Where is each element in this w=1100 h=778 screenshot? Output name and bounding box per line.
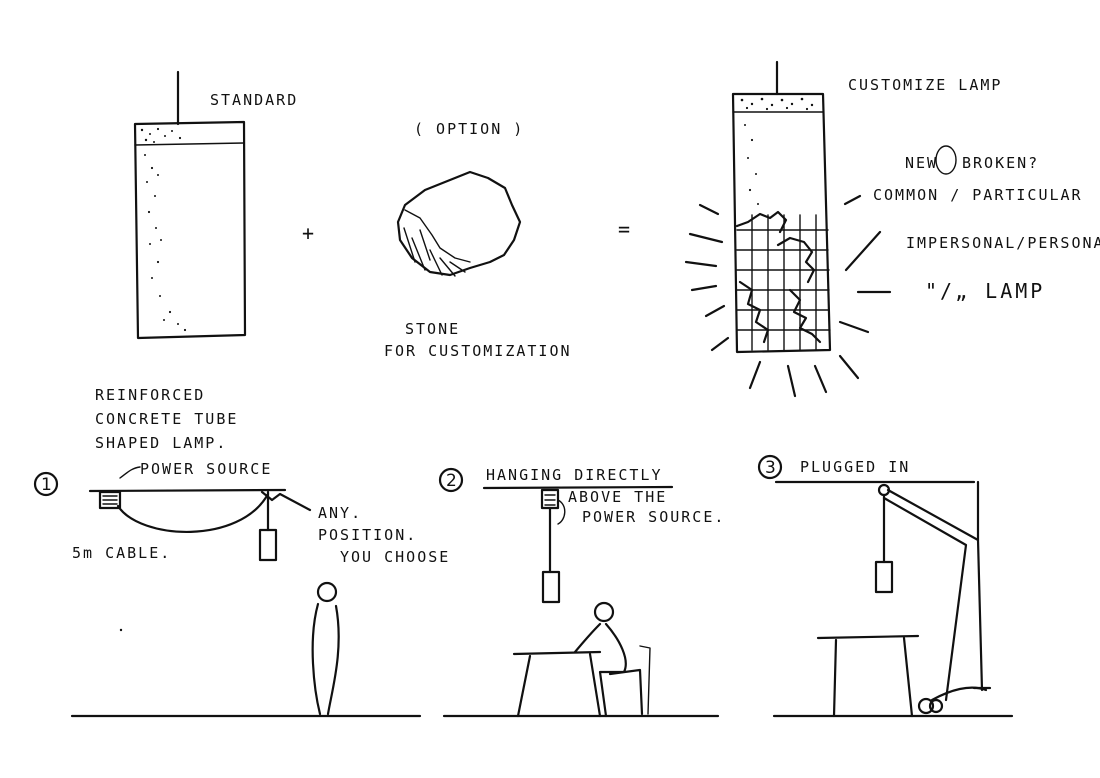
label-option: ( OPTION ) [414,120,524,138]
step-1: 1 POWER SOURCE ANY. POSITION. YOU CHOOSE… [33,460,450,718]
label-customize-lamp: CUSTOMIZE LAMP [848,76,1002,94]
step-3: 3 PLUGGED IN [757,454,1014,718]
customized-lamp: CUSTOMIZE LAMP NEW BROKEN? COMMON / PART… [684,60,1100,398]
label-shaped-lamp: SHAPED LAMP. [95,434,227,452]
plus-sign: + [302,221,317,245]
label-impersonal-personal: IMPERSONAL/PERSONAL [906,234,1100,252]
step-1-note-1: ANY. [318,504,362,522]
label-lamp: "/„ LAMP [925,279,1045,303]
step-1-title: POWER SOURCE [140,460,272,478]
step-1-number: 1 [41,475,52,495]
label-concrete-tube: CONCRETE TUBE [95,410,238,428]
label-common-particular: COMMON / PARTICULAR [873,186,1083,204]
step-1-note-2: POSITION. [318,526,417,544]
label-standard: STANDARD [210,91,298,109]
step-1-note-3: YOU CHOOSE [340,548,450,566]
step-2-note-1: ABOVE THE [568,488,667,506]
description-text: REINFORCED CONCRETE TUBE SHAPED LAMP. [95,386,238,452]
equals-sign: = [618,217,633,241]
label-stone: STONE [405,320,460,338]
standard-lamp: STANDARD [133,70,298,340]
step-2-number: 2 [446,471,457,491]
step-2: 2 HANGING DIRECTLY ABOVE THE POWER SOURC… [438,466,725,718]
step-3-number: 3 [765,458,776,478]
label-for-customization: FOR CUSTOMIZATION [384,342,572,360]
stone-option: ( OPTION ) STONE FOR CUSTOMIZATION [384,120,572,360]
label-reinforced: REINFORCED [95,386,205,404]
label-broken: BROKEN? [962,154,1039,172]
step-1-cable: 5m CABLE. [72,544,171,562]
label-new: NEW [905,154,938,172]
step-2-title: HANGING DIRECTLY [486,466,663,484]
step-3-title: PLUGGED IN [800,458,910,476]
step-2-note-2: POWER SOURCE. [582,508,725,526]
